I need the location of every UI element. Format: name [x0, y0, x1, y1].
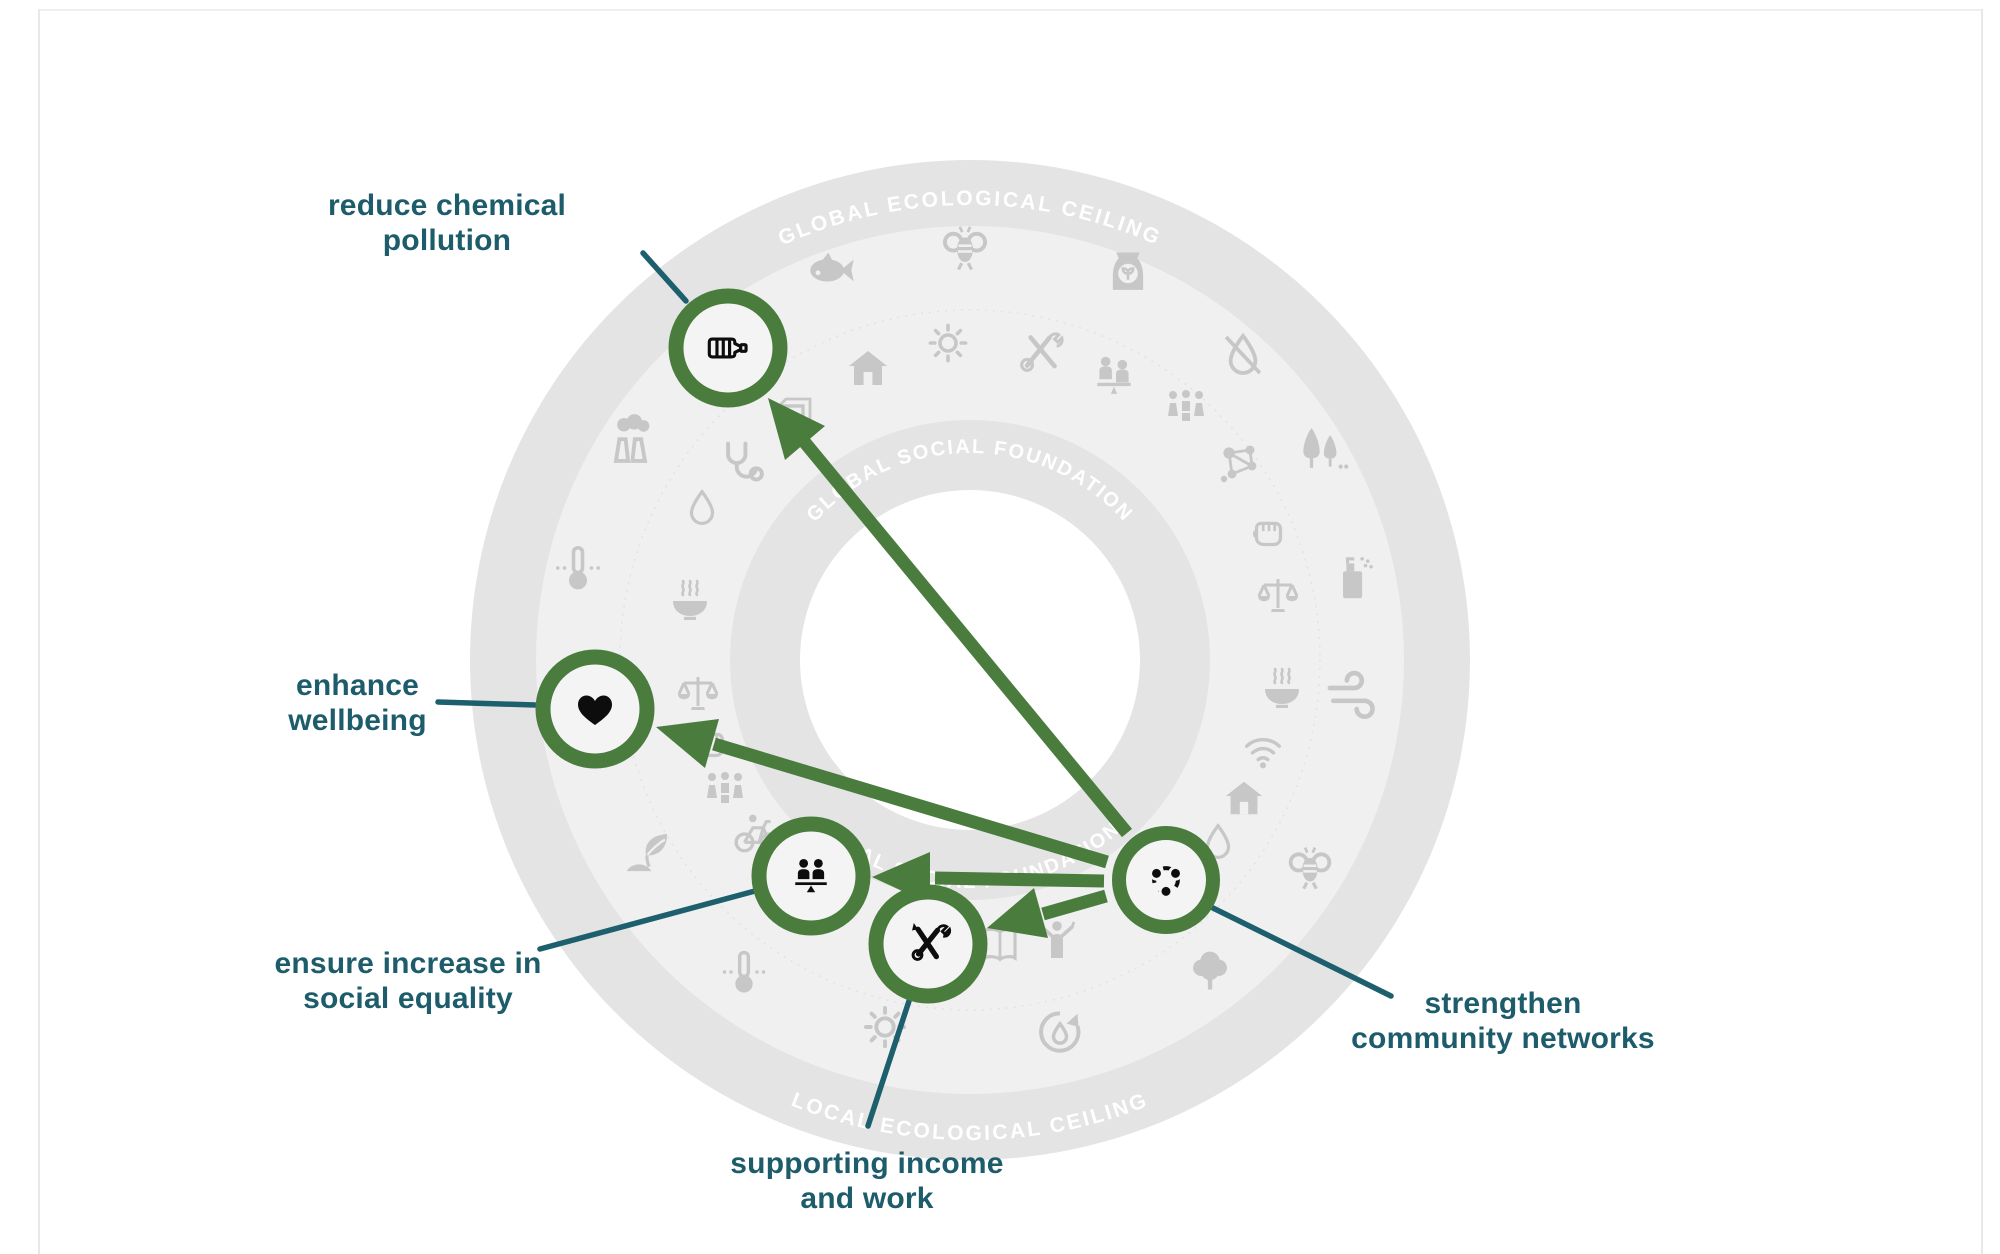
bottle-icon	[707, 337, 748, 359]
spray-can-icon	[1343, 557, 1373, 599]
impact-node-supporting-income-and-work[interactable]	[868, 884, 988, 1004]
heart-icon	[578, 695, 612, 725]
label-supporting-income-and-work: supporting income and work	[730, 1147, 1004, 1215]
seed-bag-icon	[1112, 252, 1144, 290]
label-enhance-wellbeing: enhance wellbeing	[288, 669, 427, 737]
frame-left-border	[38, 9, 40, 1254]
label-ensure-increase-in-social-equality: ensure increase in social equality	[274, 947, 542, 1015]
frame-top-border	[38, 9, 1983, 11]
network-icon	[1220, 445, 1257, 483]
people-left-icon	[707, 772, 743, 803]
scales-right-icon	[1257, 579, 1299, 612]
sun-top-icon	[928, 323, 968, 363]
house-top-icon	[849, 351, 887, 385]
label-connectors	[435, 250, 1394, 1129]
wind-icon	[1327, 670, 1375, 719]
connector-enhance-wellbeing	[435, 699, 538, 708]
house-right-icon	[1225, 781, 1263, 815]
people-right-icon	[1168, 390, 1204, 421]
bee-top-icon	[942, 226, 988, 271]
ring-icons	[555, 226, 1375, 1053]
impact-node-reduce-chemical-pollution[interactable]	[668, 288, 788, 408]
frame-right-border	[1981, 9, 1983, 1254]
arrow-strengthen-community-networks-to-enhance-wellbeing	[656, 719, 1109, 869]
fish-icon	[810, 252, 854, 282]
bowl-left-icon	[673, 579, 707, 620]
connector-strengthen-community-networks	[1210, 905, 1394, 999]
wifi-icon	[1244, 737, 1282, 769]
impact-node-enhance-wellbeing[interactable]	[535, 649, 655, 769]
water-recycle-icon	[1039, 1011, 1081, 1053]
tree-icon	[1193, 951, 1227, 990]
bee-bottom-icon	[1288, 846, 1332, 890]
trees-icon	[1303, 428, 1349, 469]
community-icon	[1149, 866, 1183, 899]
arrow-strengthen-community-networks-to-reduce-chemical-pollution	[768, 398, 1133, 838]
field-divider-circle	[619, 309, 1321, 1011]
equality-people-icon	[795, 858, 827, 893]
scales-left-icon	[677, 677, 719, 710]
thermometer-left-icon	[555, 545, 601, 590]
stethoscope-icon	[726, 441, 764, 482]
arrow-strengthen-community-networks-to-supporting-income-and-work	[987, 888, 1108, 938]
factory-icon	[613, 414, 650, 463]
impact-node-ensure-increase-in-social-equality[interactable]	[751, 816, 871, 936]
label-strengthen-community-networks: strengthen community networks	[1351, 987, 1655, 1055]
impact-nodes	[535, 288, 1220, 1004]
connector-reduce-chemical-pollution	[640, 250, 689, 304]
droplet-left-icon	[689, 489, 715, 525]
sprout-icon	[626, 834, 668, 872]
person-celebrating-icon	[1038, 921, 1076, 958]
fist-right-icon	[1252, 521, 1283, 547]
connector-supporting-income-and-work	[865, 998, 912, 1129]
label-reduce-chemical-pollution: reduce chemical pollution	[327, 189, 567, 257]
tools-gray-icon	[1020, 332, 1064, 372]
thermometer-bottom-icon	[722, 950, 766, 993]
bowl-right-icon	[1265, 667, 1299, 708]
droplet-right-icon	[1205, 823, 1231, 859]
connector-ensure-increase-in-social-equality	[537, 888, 758, 952]
equality-gray-icon	[1097, 356, 1131, 394]
droplet-crossed-icon	[1224, 332, 1262, 375]
crossed-tools-icon	[911, 923, 952, 961]
impact-node-strengthen-community-networks[interactable]	[1112, 826, 1220, 934]
impact-arrows	[656, 398, 1133, 938]
